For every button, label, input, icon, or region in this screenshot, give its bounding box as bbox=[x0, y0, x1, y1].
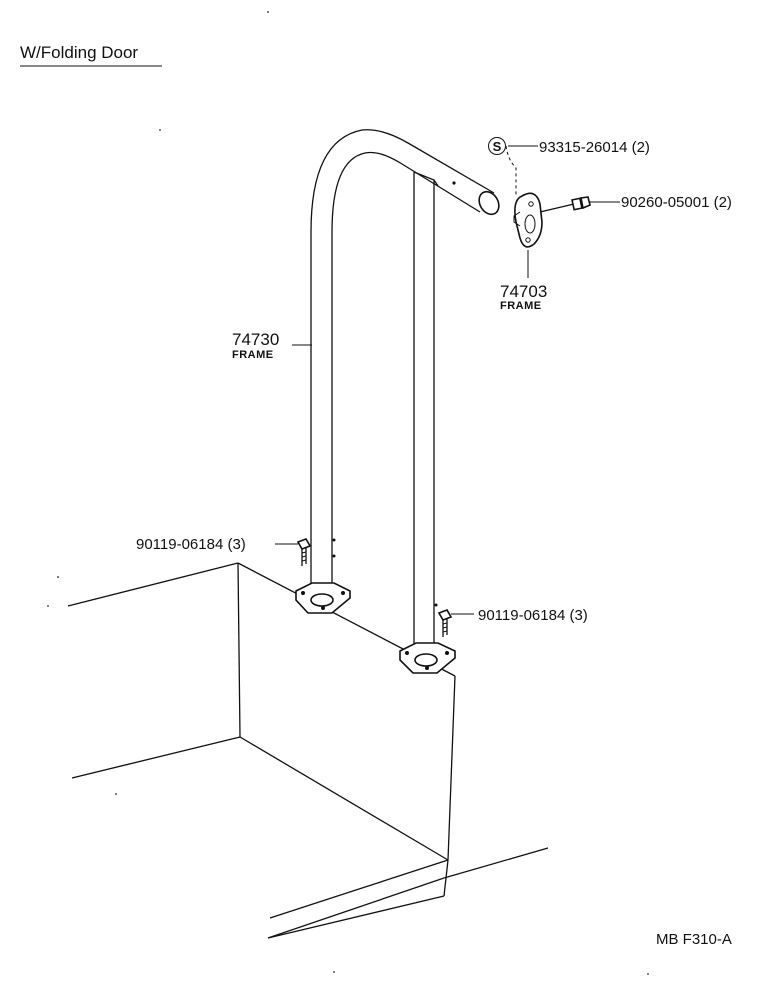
diagram-title: W/Folding Door bbox=[20, 43, 138, 62]
leader-lines bbox=[275, 145, 620, 615]
screw-right bbox=[437, 609, 453, 637]
base-plate-right bbox=[399, 642, 456, 674]
s-symbol-circle bbox=[488, 137, 506, 155]
drawing-code: MB F310-A bbox=[656, 931, 732, 948]
label-90119-06184-left: 90119-06184 (3) bbox=[136, 536, 246, 553]
bolt-90260 bbox=[539, 196, 591, 213]
screw-left bbox=[296, 538, 312, 566]
label-74730-name: FRAME bbox=[232, 349, 274, 361]
s-symbol: S bbox=[493, 139, 502, 154]
label-90260-05001: 90260-05001 (2) bbox=[621, 194, 732, 211]
base-plate-left bbox=[295, 582, 351, 614]
bracket-74703 bbox=[513, 192, 543, 248]
label-74703: 74703 bbox=[500, 282, 547, 301]
label-74730: 74730 bbox=[232, 330, 279, 349]
label-90119-06184-right: 90119-06184 (3) bbox=[478, 607, 588, 624]
tube-frame-74730 bbox=[310, 129, 500, 660]
label-74703-name: FRAME bbox=[500, 300, 542, 312]
label-93315-26014: 93315-26014 (2) bbox=[539, 139, 650, 156]
scan-speckles bbox=[47, 11, 649, 975]
door-cabinet bbox=[67, 562, 549, 939]
